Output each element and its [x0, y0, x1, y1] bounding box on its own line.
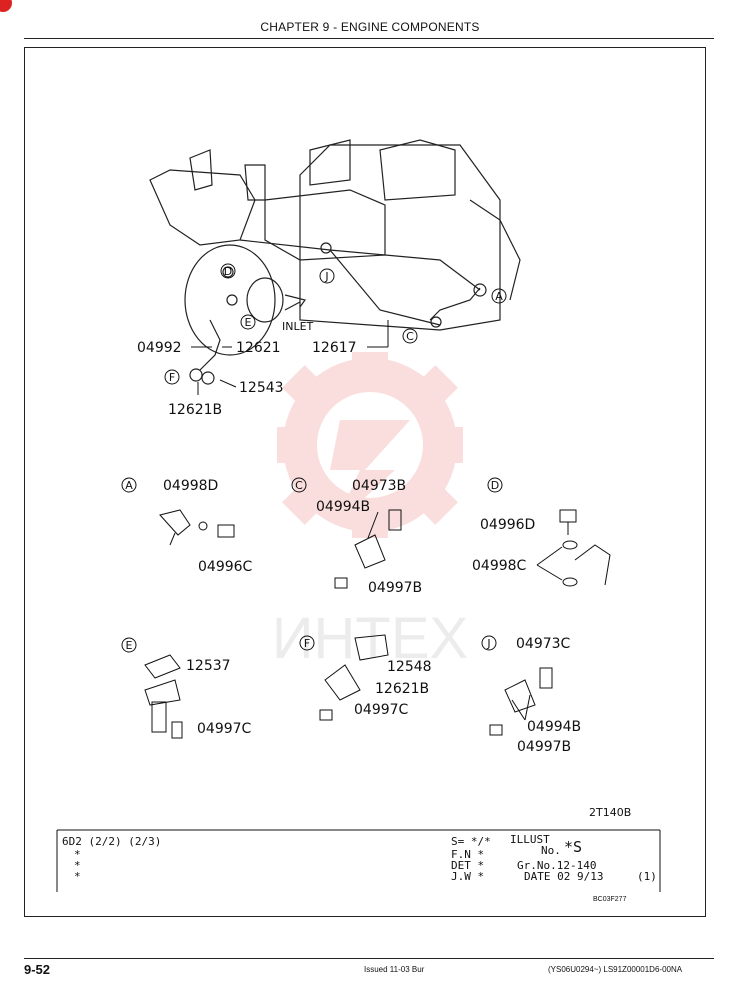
part-12621B: 12621B	[168, 402, 222, 418]
detail-D-04996D: 04996D	[480, 517, 535, 533]
detail-D-callout: D	[491, 479, 499, 492]
document-reference: (YS06U0294~) LS91Z00001D6-00NA	[548, 965, 683, 974]
detail-C-04994B: 04994B	[316, 499, 370, 515]
main-callouts	[164, 263, 507, 395]
callout-F: F	[169, 371, 175, 384]
detail-C-callout: C	[295, 479, 303, 492]
illustration-ref-code: 2T140B	[589, 806, 631, 819]
part-12617: 12617	[312, 340, 357, 356]
part-04992: 04992	[137, 340, 182, 356]
detail-F-12548: 12548	[387, 659, 432, 675]
info-star-2: *	[74, 859, 81, 872]
callout-J: J	[324, 270, 328, 283]
detail-C-04997B: 04997B	[368, 580, 422, 596]
jw-line: J.W *	[451, 870, 484, 883]
detail-F-04997C: 04997C	[354, 702, 409, 718]
detail-J-04973C: 04973C	[516, 636, 571, 652]
no-label: No.	[541, 844, 561, 857]
watermark-text: ИНТЕХ	[272, 606, 468, 671]
model-code: 6D2 (2/2) (2/3)	[62, 835, 161, 848]
page-number: 9-52	[24, 962, 51, 977]
detail-J-04997B: 04997B	[517, 739, 571, 755]
callout-E: E	[245, 316, 252, 329]
info-star-1: *	[74, 848, 81, 861]
sheet-index: (1)	[637, 870, 657, 883]
detail-A-callout: A	[125, 479, 133, 492]
detail-E-callout: E	[126, 639, 133, 652]
s-line: S= */*	[451, 835, 491, 848]
footer-divider	[24, 958, 714, 959]
info-star-3: *	[74, 870, 81, 883]
detail-E-04997C: 04997C	[197, 721, 252, 737]
header-divider	[24, 38, 714, 39]
chapter-title: CHAPTER 9 - ENGINE COMPONENTS	[260, 20, 480, 34]
detail-D-04998C: 04998C	[472, 558, 527, 574]
corner-badge	[0, 0, 12, 12]
part-12543: 12543	[239, 380, 284, 396]
detail-J-callout: J	[486, 637, 490, 650]
group-number: Gr.No.12-140	[517, 859, 596, 872]
fn-line: F.N *	[451, 848, 484, 861]
det-line: DET *	[451, 859, 484, 872]
issued-line: Issued 11-03 Bur	[364, 965, 425, 974]
detail-E-12537: 12537	[186, 658, 231, 674]
date-line: DATE 02 9/13	[524, 870, 603, 883]
illust-label: ILLUST	[510, 833, 550, 846]
diagram-frame	[24, 47, 706, 917]
part-12621: 12621	[236, 340, 281, 356]
illust-no-value: *S	[564, 838, 582, 856]
detail-A-04998D: 04998D	[163, 478, 218, 494]
detail-F-12621B: 12621B	[375, 681, 429, 697]
callout-A: A	[495, 290, 503, 303]
callout-C: C	[406, 330, 414, 343]
inlet-label: INLET	[282, 320, 314, 333]
detail-F-callout: F	[304, 637, 310, 650]
detail-J-04994B: 04994B	[527, 719, 581, 735]
block-code: BC03F277	[593, 896, 627, 903]
detail-C-04973B: 04973B	[352, 478, 406, 494]
detail-A-04996C: 04996C	[198, 559, 253, 575]
callout-D: D	[224, 265, 232, 278]
engine-illustration	[149, 139, 521, 385]
